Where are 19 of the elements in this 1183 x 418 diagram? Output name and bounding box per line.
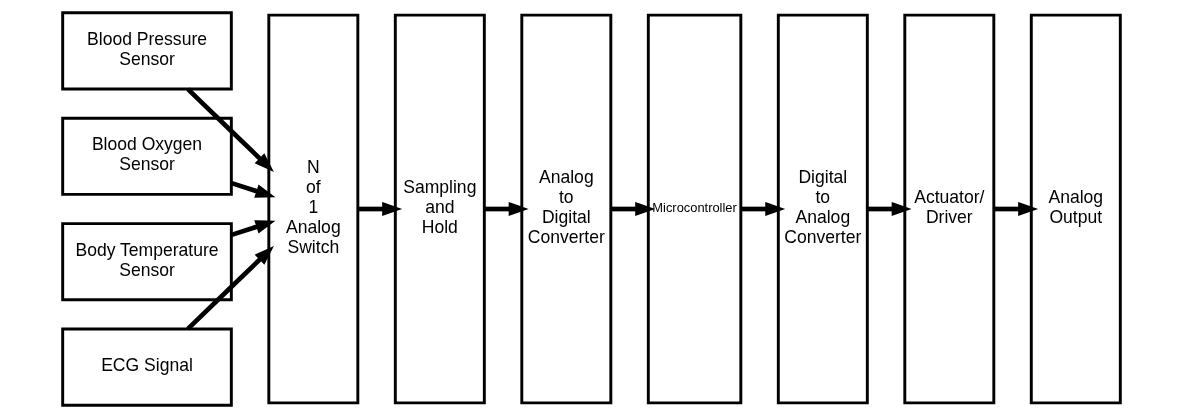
arrow [740, 202, 786, 216]
node-box: Body Temperature Sensor [61, 222, 233, 302]
arrow [484, 202, 529, 216]
arrow [230, 180, 276, 198]
node-box: Sampling and Hold [393, 13, 486, 405]
node-box: Blood Oxygen Sensor [61, 116, 233, 196]
arrow [230, 220, 276, 238]
node-box: Analog to Digital Converter [520, 13, 613, 405]
node-box: N of 1 Analog Switch [267, 13, 360, 405]
arrow [867, 202, 912, 216]
arrow [357, 202, 403, 216]
node-box: Blood Pressure Sensor [61, 11, 233, 91]
node-box: ECG Signal [61, 327, 233, 407]
arrow [993, 202, 1039, 216]
node-box: Actuator/ Driver [903, 13, 996, 405]
node-box: Analog Output [1029, 13, 1122, 405]
node-box: Digital to Analog Converter [776, 13, 869, 405]
arrow [611, 202, 656, 216]
node-box: Microcontroller [646, 13, 743, 405]
